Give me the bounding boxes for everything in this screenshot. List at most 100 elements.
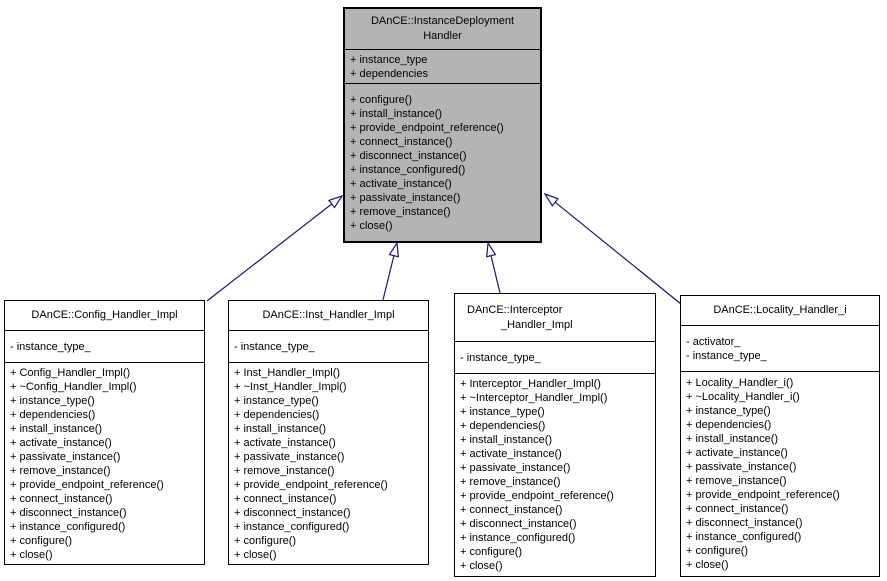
- member-line: + instance_configured(): [350, 163, 466, 176]
- member-line: + ~Config_Handler_Impl(): [10, 380, 137, 393]
- member-line: + Locality_Handler_i(): [686, 377, 794, 389]
- member-line: + provide_endpoint_reference(): [10, 478, 164, 491]
- member-line: + connect_instance(): [686, 503, 789, 515]
- class-title: DAnCE::Locality_Handler_i: [681, 296, 879, 326]
- member-line: + disconnect_instance(): [350, 149, 467, 162]
- member-line: + provide_endpoint_reference(): [686, 489, 840, 501]
- member-line: + disconnect_instance(): [234, 506, 351, 519]
- member-line: + passivate_instance(): [686, 461, 797, 473]
- member-line: + install_instance(): [460, 434, 553, 446]
- member-line: + provide_endpoint_reference(): [234, 478, 388, 491]
- member-line: + instance_configured(): [686, 531, 802, 543]
- member-line: + install_instance(): [350, 107, 443, 120]
- member-line: - instance_type_: [10, 340, 91, 353]
- member-line: + install_instance(): [686, 433, 779, 445]
- member-line: + activate_instance(): [234, 436, 336, 449]
- member-line: + activate_instance(): [686, 447, 788, 459]
- member-line: + instance_configured(): [10, 520, 126, 533]
- member-line: + configure(): [10, 534, 73, 547]
- member-line: + configure(): [460, 546, 523, 558]
- member-line: + connect_instance(): [10, 492, 113, 505]
- class-attributes: - activator_- instance_type_: [681, 326, 879, 372]
- member-line: + passivate_instance(): [460, 462, 571, 474]
- member-line: + ~Locality_Handler_i(): [686, 391, 800, 403]
- class-methods: + configure()+ install_instance()+ provi…: [345, 84, 540, 241]
- member-line: + instance_type(): [234, 394, 319, 407]
- title-line: DAnCE::Locality_Handler_i: [713, 304, 847, 316]
- member-line: + install_instance(): [10, 422, 103, 435]
- member-line: + instance_configured(): [234, 520, 350, 533]
- class-attributes: - instance_type_: [229, 331, 428, 363]
- member-line: + passivate_instance(): [234, 450, 345, 463]
- member-line: + dependencies: [350, 67, 428, 80]
- edge-inst-to-base: [382, 241, 399, 301]
- title-line: _Handler_Impl: [501, 318, 573, 331]
- member-line: + configure(): [234, 534, 297, 547]
- class-methods: + Locality_Handler_i() + ~Locality_Handle…: [681, 372, 879, 576]
- member-line: + disconnect_instance(): [460, 518, 577, 530]
- class-box-inst-handler-impl[interactable]: DAnCE::Inst_Handler_Impl - instance_type…: [228, 300, 429, 565]
- member-line: + close(): [10, 548, 53, 561]
- member-line: + close(): [234, 548, 277, 561]
- member-line: + passivate_instance(): [350, 191, 461, 204]
- member-line: + dependencies(): [234, 408, 320, 421]
- member-line: + activate_instance(): [10, 436, 112, 449]
- class-methods: + Config_Handler_Impl()+ ~Config_Handler…: [5, 363, 204, 564]
- member-line: + instance_configured(): [460, 532, 576, 544]
- member-line: + passivate_instance(): [10, 450, 121, 463]
- member-line: + activate_instance(): [460, 448, 562, 460]
- member-line: + close(): [460, 560, 503, 572]
- member-line: + ~Inst_Handler_Impl(): [234, 380, 347, 393]
- member-line: + configure(): [686, 545, 749, 557]
- member-line: + Inst_Handler_Impl(): [234, 366, 341, 379]
- member-line: - activator_: [686, 335, 741, 348]
- member-line: + provide_endpoint_reference(): [460, 490, 614, 502]
- class-title: DAnCE::Interceptor_Handler_Impl: [455, 294, 655, 342]
- member-line: - instance_type_: [234, 340, 315, 353]
- member-line: + remove_instance(): [686, 475, 787, 487]
- member-line: + provide_endpoint_reference(): [350, 121, 504, 134]
- title-line: DAnCE::Interceptor: [467, 303, 563, 316]
- title-line: DAnCE::Config_Handler_Impl: [31, 309, 178, 321]
- class-box-locality-handler-i[interactable]: DAnCE::Locality_Handler_i - activator_- …: [680, 295, 880, 577]
- member-line: + remove_instance(): [350, 205, 451, 218]
- member-line: + remove_instance(): [234, 464, 335, 477]
- member-line: + instance_type(): [10, 394, 95, 407]
- member-line: + remove_instance(): [10, 464, 111, 477]
- member-line: + configure(): [350, 93, 413, 106]
- member-line: + connect_instance(): [234, 492, 337, 505]
- member-line: + close(): [686, 559, 729, 571]
- class-attributes: - instance_type_: [5, 331, 204, 363]
- title-line: DAnCE::Inst_Handler_Impl: [262, 309, 395, 321]
- member-line: + Config_Handler_Impl(): [10, 366, 131, 379]
- title-line: DAnCE::InstanceDeployment: [370, 15, 515, 27]
- member-line: + remove_instance(): [460, 476, 561, 488]
- member-line: + disconnect_instance(): [10, 506, 127, 519]
- class-title: DAnCE::Inst_Handler_Impl: [229, 301, 428, 331]
- class-box-config-handler-impl[interactable]: DAnCE::Config_Handler_Impl - instance_ty…: [4, 300, 205, 565]
- member-line: + dependencies(): [10, 408, 96, 421]
- class-box-interceptor-handler-impl[interactable]: DAnCE::Interceptor_Handler_Impl - instan…: [454, 293, 656, 577]
- edge-config-to-base: [206, 194, 344, 302]
- member-line: - instance_type_: [686, 349, 767, 362]
- member-line: + dependencies(): [686, 419, 772, 431]
- member-line: + Interceptor_Handler_Impl(): [460, 378, 601, 390]
- class-attributes: - instance_type_: [455, 342, 655, 374]
- member-line: + instance_type(): [686, 405, 771, 417]
- title-line: Handler: [423, 30, 462, 42]
- member-line: + instance_type: [350, 53, 428, 66]
- member-line: + instance_type(): [460, 406, 545, 418]
- member-line: + install_instance(): [234, 422, 327, 435]
- member-line: + connect_instance(): [350, 135, 453, 148]
- class-title: DAnCE::Config_Handler_Impl: [5, 301, 204, 331]
- member-line: + connect_instance(): [460, 504, 563, 516]
- class-methods: + Interceptor_Handler_Impl()+ ~Intercept…: [455, 374, 655, 576]
- class-attributes: + instance_type+ dependencies: [345, 50, 540, 84]
- edge-interceptor-to-base: [486, 241, 501, 294]
- member-line: + dependencies(): [460, 420, 546, 432]
- member-line: - instance_type_: [460, 351, 541, 364]
- class-methods: + Inst_Handler_Impl()+ ~Inst_Handler_Imp…: [229, 363, 428, 564]
